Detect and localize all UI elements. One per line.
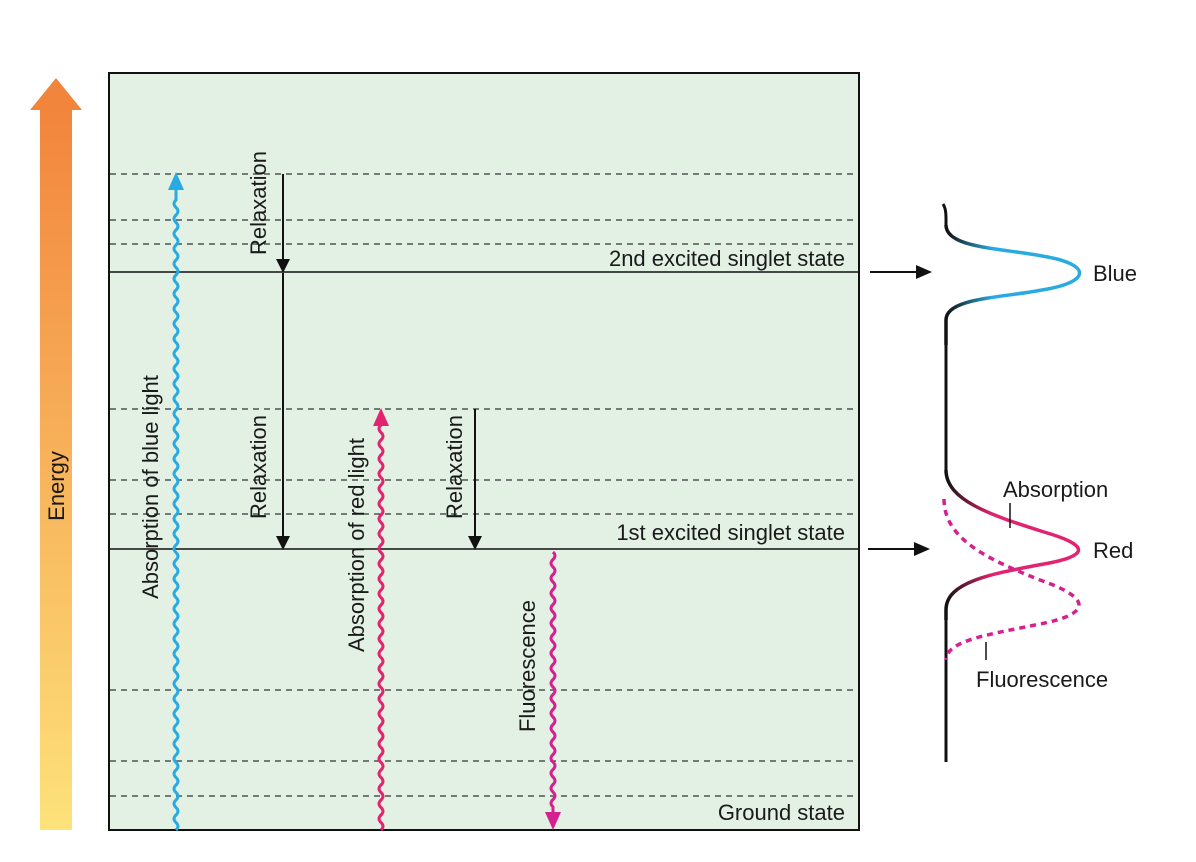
energy-axis: Energy xyxy=(30,78,82,830)
relaxation-arrowhead-1 xyxy=(276,259,290,273)
energy-label: Energy xyxy=(44,451,69,521)
pointer-blue-head xyxy=(916,265,932,279)
energy-bar xyxy=(40,110,72,830)
energy-arrowhead xyxy=(30,78,82,110)
blue-absorption-arrow xyxy=(168,172,184,832)
absorption-red-label: Absorption of red light xyxy=(344,438,369,652)
ground-state-label: Ground state xyxy=(718,800,845,825)
fluorescence-arrowhead xyxy=(545,812,561,830)
blue-arrowhead xyxy=(168,172,184,190)
blue-label: Blue xyxy=(1093,261,1137,286)
fluorescence-emission-curve xyxy=(942,498,1081,661)
red-absorption-arrow xyxy=(373,408,389,832)
relaxation-arrowhead-2 xyxy=(276,536,290,550)
fluorescence-arrow xyxy=(545,550,561,830)
blue-absorption-curve xyxy=(944,224,1081,345)
spectrum-fluorescence-label: Fluorescence xyxy=(976,667,1108,692)
relaxation-arrows xyxy=(276,174,482,550)
energy-level-panel xyxy=(108,72,860,831)
red-absorption-curve xyxy=(944,469,1081,620)
spectrum-baseline-top xyxy=(941,203,948,225)
relaxation-label-3: Relaxation xyxy=(442,415,467,519)
absorption-label: Absorption xyxy=(1003,477,1108,502)
absorption-blue-label: Absorption of blue light xyxy=(138,375,163,599)
fluorescence-wave xyxy=(549,550,557,814)
first-excited-state-label: 1st excited singlet state xyxy=(616,520,845,545)
red-arrowhead xyxy=(373,408,389,426)
spectrum-pointers xyxy=(868,265,932,556)
spectrum xyxy=(941,203,1081,762)
second-excited-state-label: 2nd excited singlet state xyxy=(609,246,845,271)
relaxation-arrowhead-3 xyxy=(468,536,482,550)
pointer-red-head xyxy=(914,542,930,556)
relaxation-label-1: Relaxation xyxy=(246,151,271,255)
vibrational-levels xyxy=(110,173,858,797)
red-wave xyxy=(377,423,385,832)
blue-wave xyxy=(172,188,180,832)
red-label: Red xyxy=(1093,538,1133,563)
fluorescence-label: Fluorescence xyxy=(515,600,540,732)
relaxation-label-2: Relaxation xyxy=(246,415,271,519)
